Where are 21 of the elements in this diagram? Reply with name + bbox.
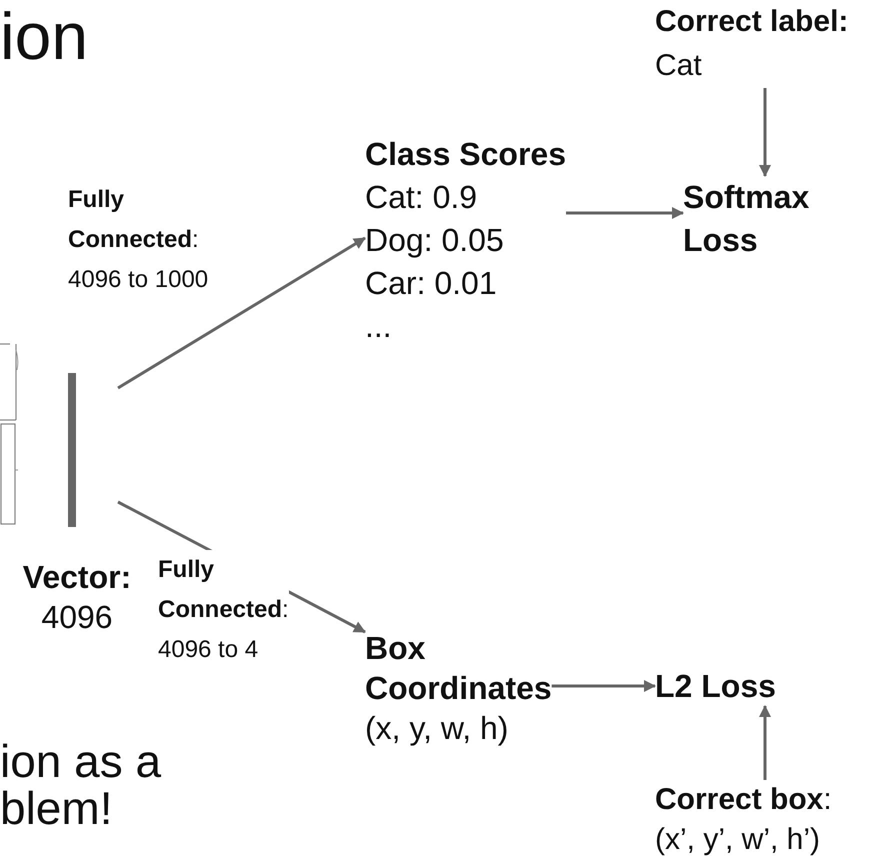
node-heading: Box Coordinates xyxy=(365,629,552,708)
arrow xyxy=(759,705,771,780)
arrow xyxy=(566,207,684,219)
node-text: Correct box: xyxy=(655,782,832,818)
slide-text: ion xyxy=(0,0,88,74)
arrow xyxy=(759,88,771,177)
node-text: Dog: 0.05 xyxy=(365,221,505,260)
arrow xyxy=(552,680,656,692)
node-heading: Class Scores xyxy=(365,135,566,174)
node-caption: Vector: 4096 xyxy=(22,558,132,637)
node-text: ... xyxy=(365,307,393,346)
node-text: (x’, y’, w’, h’) xyxy=(655,822,821,858)
node-text: Car: 0.01 xyxy=(365,264,498,303)
node-heading: Softmax Loss xyxy=(683,178,810,260)
node-text: (x, y, w, h) xyxy=(365,709,510,748)
vector-bar xyxy=(68,373,76,527)
node-heading: L2 Loss xyxy=(655,667,776,706)
node-heading: Correct label: xyxy=(655,4,848,40)
node-text: Cat xyxy=(655,48,703,84)
node-text: Cat: 0.9 xyxy=(365,178,478,217)
arrow xyxy=(117,236,366,390)
